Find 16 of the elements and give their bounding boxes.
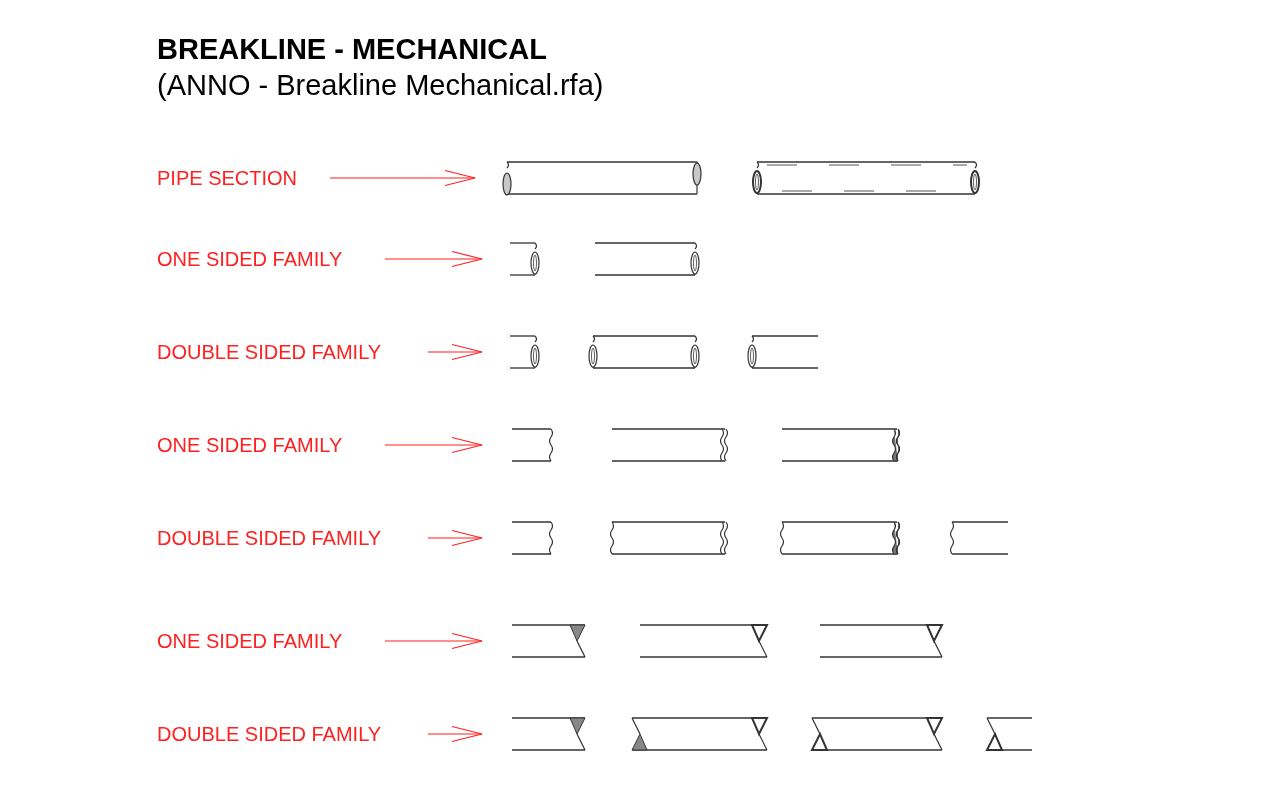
arrow (384, 632, 483, 650)
arrow (427, 725, 483, 743)
row-label: ONE SIDED FAMILY (157, 247, 385, 271)
arrow (329, 169, 476, 187)
row-label: ONE SIDED FAMILY (157, 629, 385, 653)
subtitle: (ANNO - Breakline Mechanical.rfa) (157, 68, 604, 102)
row-label: PIPE SECTION (157, 166, 330, 190)
row-label: ONE SIDED FAMILY (157, 433, 385, 457)
title: BREAKLINE - MECHANICAL (157, 32, 547, 66)
row-label: DOUBLE SIDED FAMILY (157, 722, 428, 746)
arrow (384, 250, 483, 268)
arrow (427, 343, 483, 361)
arrow (384, 436, 483, 454)
row-label: DOUBLE SIDED FAMILY (157, 526, 428, 550)
arrow (427, 529, 483, 547)
row-label: DOUBLE SIDED FAMILY (157, 340, 428, 364)
